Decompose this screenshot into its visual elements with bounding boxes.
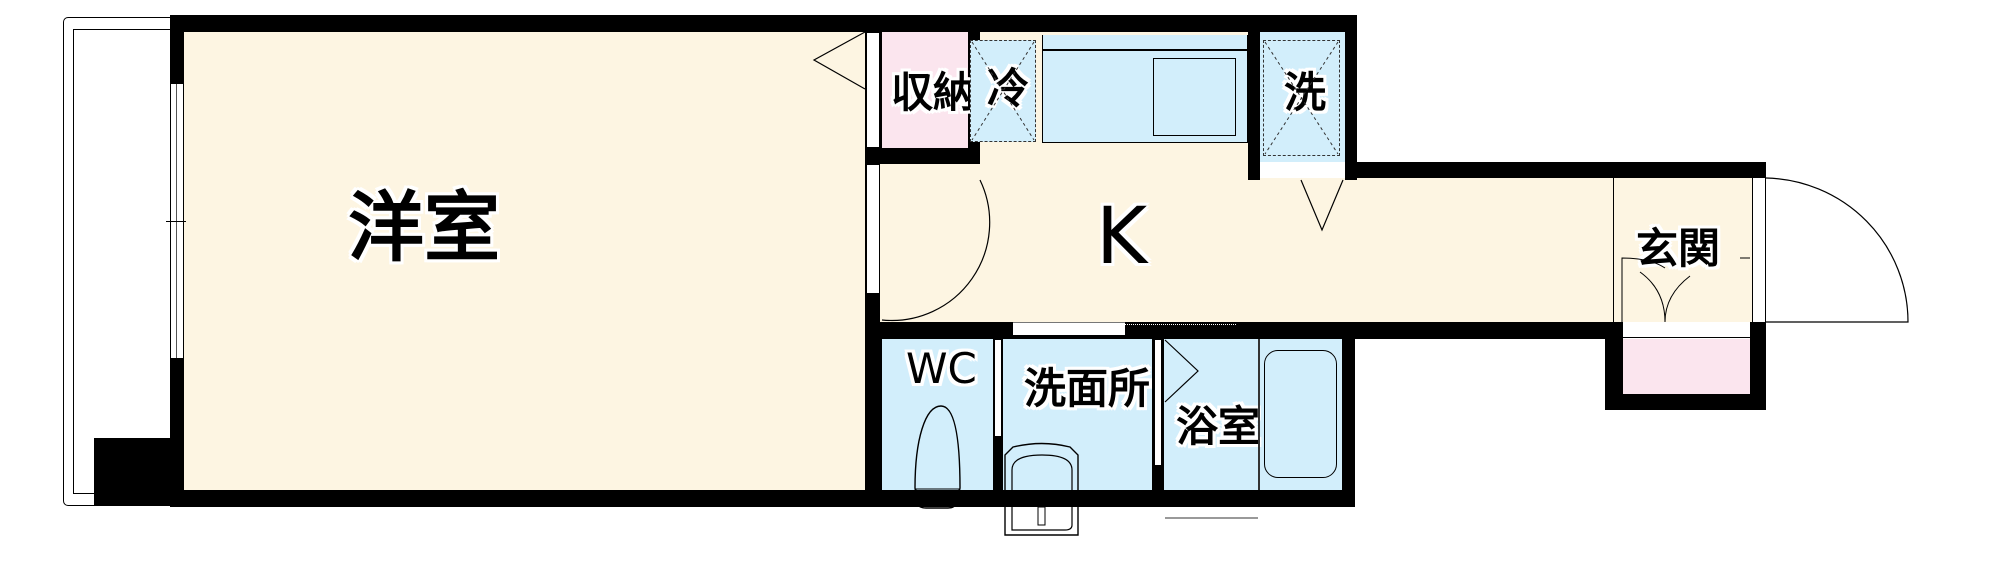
sliding-door-washroom[interactable] <box>1013 322 1125 335</box>
bathroom-label: 浴室 <box>1176 402 1261 451</box>
washer-left-wall <box>1248 15 1260 180</box>
storage-bottom-wall <box>866 148 980 164</box>
window-mullion <box>166 221 186 222</box>
entrance-top-wall <box>1345 162 1766 178</box>
balcony-inner-rail <box>73 29 175 494</box>
washroom-label: 洗面所 <box>1024 364 1151 413</box>
entrance <box>1613 178 1752 322</box>
western-room-label: 洋室 <box>348 183 500 272</box>
toilet-label: WC <box>906 344 977 393</box>
bathroom-door[interactable] <box>1154 339 1162 466</box>
bathroom-divider <box>1258 339 1260 490</box>
counter-backsplash-line <box>1042 49 1248 51</box>
washer-dashed-box <box>1263 40 1340 156</box>
sliding-door-track <box>1125 324 1236 327</box>
western-room <box>184 32 865 490</box>
front-door-jamb[interactable] <box>1752 178 1766 322</box>
storage-label: 収納 <box>891 68 976 117</box>
entrance-label: 玄関 <box>1636 224 1721 273</box>
storage-closet <box>882 32 968 148</box>
shoe-closet-right-wall <box>1750 322 1766 410</box>
kitchen <box>880 164 1663 322</box>
shoe-closet-door[interactable] <box>1622 322 1750 338</box>
toilet-room <box>882 339 993 490</box>
bottom-wall <box>170 490 1355 507</box>
washer-right-wall <box>1345 15 1357 180</box>
shoe-closet-bottom-wall <box>1622 394 1766 410</box>
balcony-pillar <box>94 438 183 506</box>
toilet-door[interactable] <box>994 339 1002 437</box>
shoe-closet <box>1622 339 1750 394</box>
bathroom <box>1164 339 1344 490</box>
room-door-opening[interactable] <box>866 164 880 294</box>
bathroom-right-wall <box>1342 322 1355 507</box>
closet-door-opening[interactable] <box>866 32 880 148</box>
bathtub <box>1264 350 1337 478</box>
shoe-closet-left-wall <box>1605 322 1623 410</box>
kitchen-counter <box>1042 35 1248 143</box>
refrigerator-label: 冷 <box>987 64 1030 113</box>
washer-door-opening[interactable] <box>1260 162 1345 178</box>
entrance-step-line <box>1613 178 1614 322</box>
top-wall <box>170 15 1357 32</box>
kitchen-label: K <box>1096 192 1148 282</box>
kitchen-sink <box>1153 58 1236 136</box>
